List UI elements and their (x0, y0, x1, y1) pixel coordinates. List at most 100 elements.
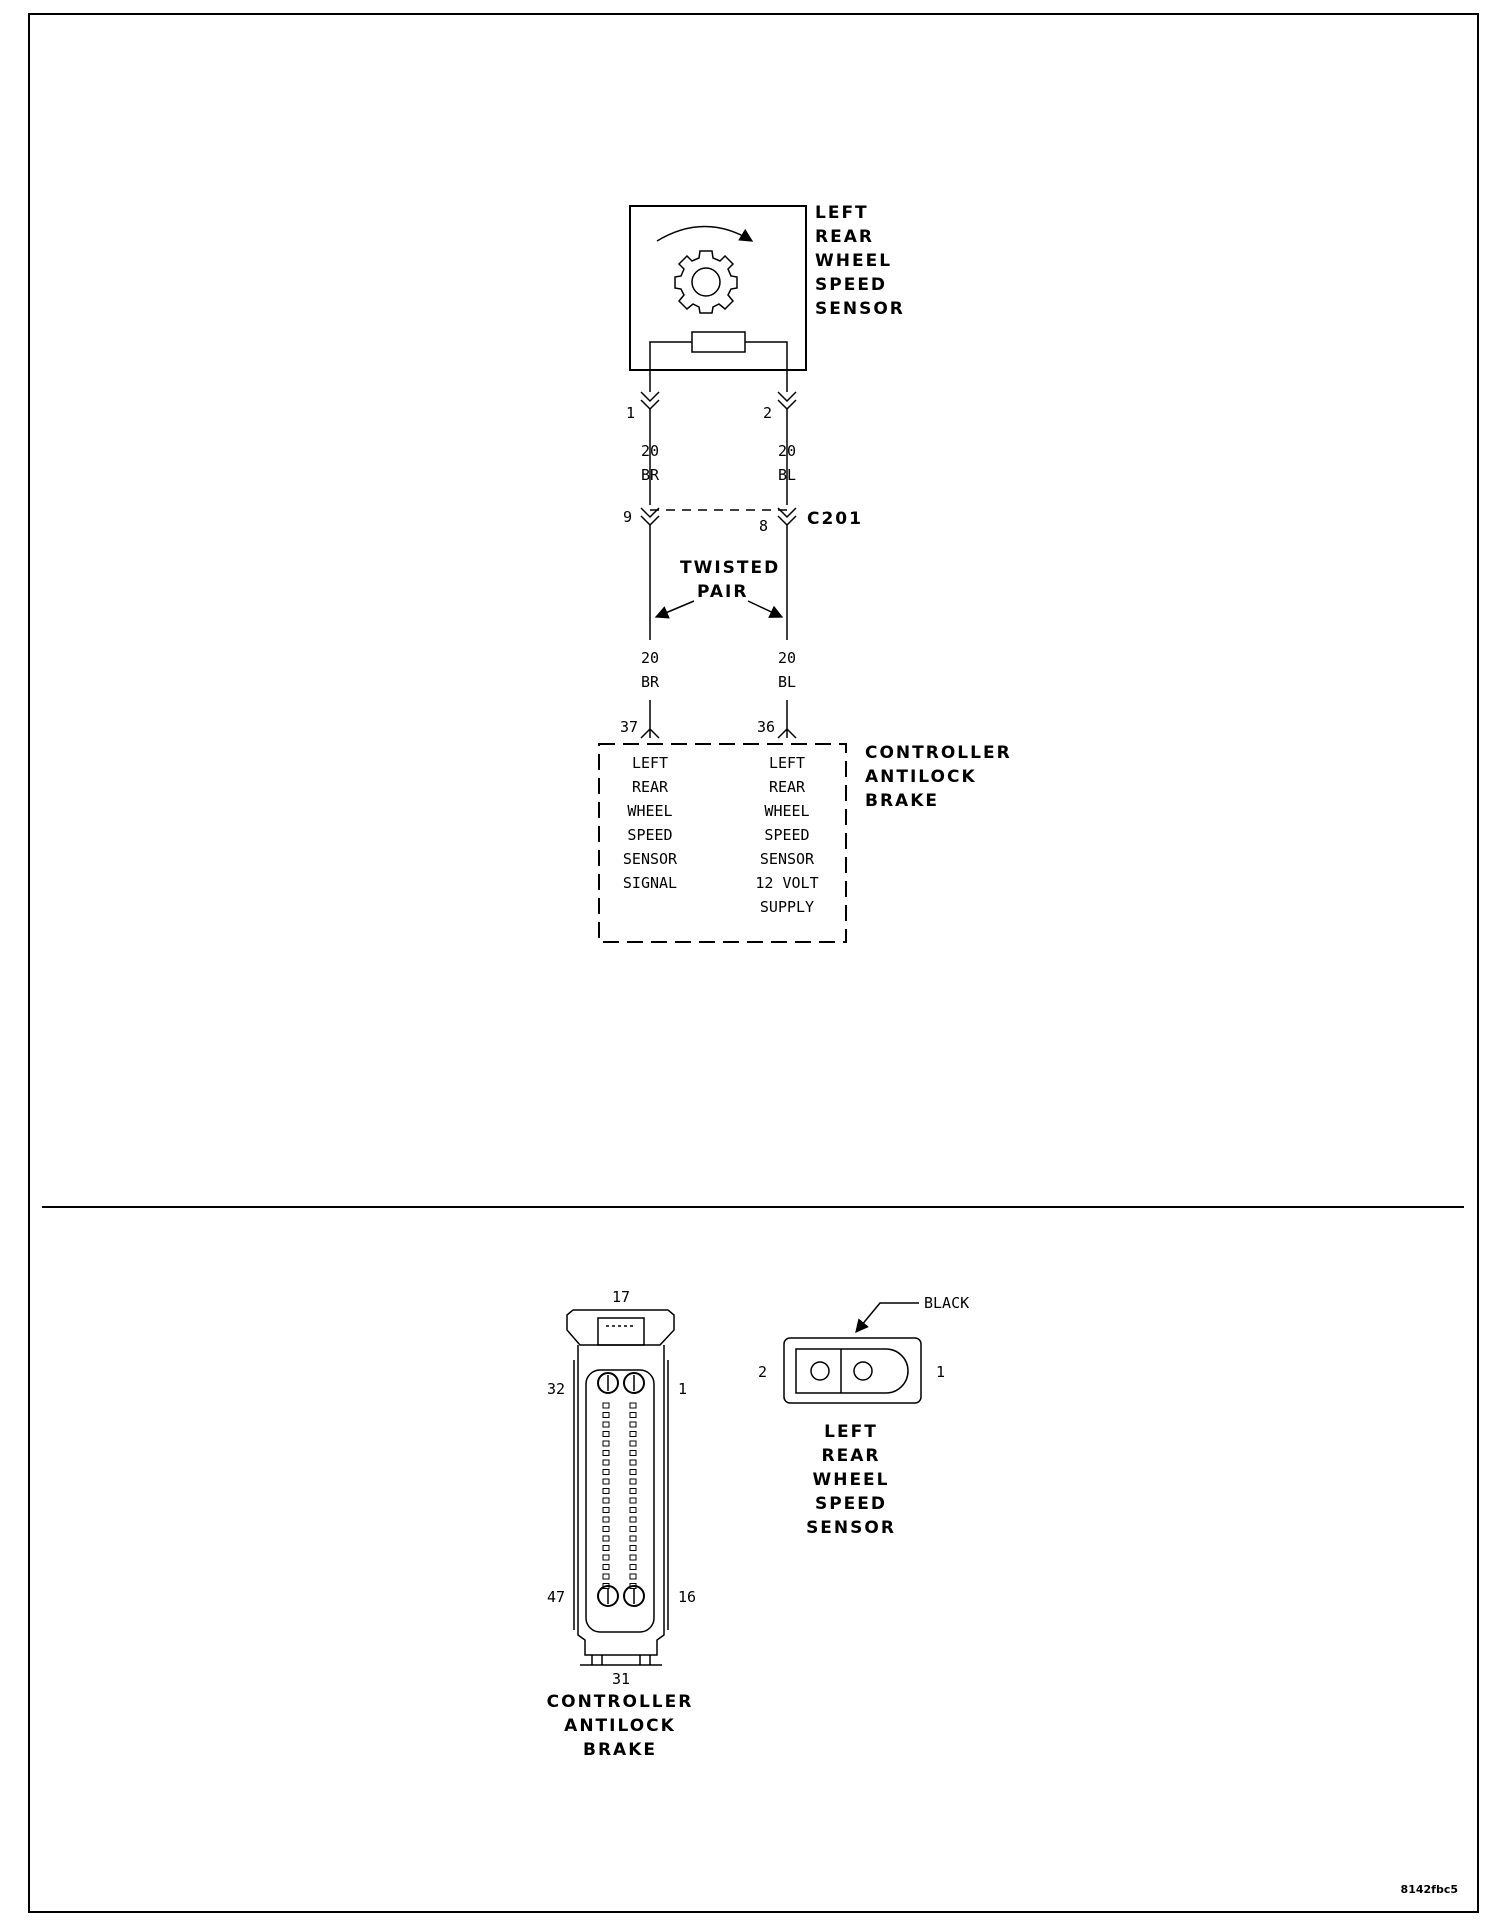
connector-cavity (629, 1535, 637, 1542)
connector-cavity (602, 1488, 610, 1494)
connector-cavity (602, 1431, 610, 1437)
wheel-speed-sensor-symbol (629, 205, 807, 392)
sensor-terminals (640, 391, 797, 411)
connector-cavity (602, 1564, 610, 1570)
function-line: REAR (769, 778, 806, 796)
connector-cavity (629, 1583, 637, 1589)
connector-cavity (629, 1469, 637, 1475)
connector-cavity (602, 1478, 610, 1485)
controller-terminal-37 (640, 727, 660, 739)
figure-id: 8142fbc5 (1401, 1883, 1458, 1896)
connector-cavity (629, 1459, 637, 1466)
connector-cavity (602, 1402, 610, 1409)
sensor-title: LEFT REAR WHEEL SPEED SENSOR (815, 203, 903, 319)
c201-pin-right-label: 8 (759, 517, 768, 535)
sv-pin-left-label: 2 (758, 1363, 767, 1381)
connector-cavity (629, 1564, 637, 1570)
c201-connector (640, 507, 797, 527)
connector-cavity (602, 1507, 610, 1513)
gear-icon (674, 250, 738, 314)
wire-color-label: BR (641, 466, 660, 484)
connector-cavity (602, 1459, 610, 1466)
controller-box (598, 743, 847, 943)
connector-cavity (629, 1516, 637, 1523)
cv-controller-title-line: CONTROLLER (547, 1692, 694, 1712)
connector-cavity (629, 1421, 637, 1428)
function-line: 12 VOLT (755, 874, 818, 892)
sensor-connector-view (783, 1302, 922, 1404)
controller-left-function: LEFT REAR WHEEL SPEED SENSOR SIGNAL (623, 754, 678, 892)
controller-title-line: ANTILOCK (865, 767, 977, 787)
wire-gauge-label: 20 (641, 442, 659, 460)
connector-cavity (602, 1526, 610, 1532)
controller-connector-locks (597, 1372, 645, 1607)
cv-controller-title-line: BRAKE (583, 1740, 657, 1760)
cv-sensor-title: LEFT REAR WHEEL SPEED SENSOR (806, 1422, 896, 1538)
connector-cavity (629, 1507, 637, 1513)
connector-cavity (602, 1497, 610, 1504)
sensor-pin-1-label: 1 (626, 404, 635, 422)
function-line: LEFT (769, 754, 805, 772)
function-line: REAR (632, 778, 669, 796)
connector-cavity (602, 1545, 610, 1551)
cv-sensor-title-line: SENSOR (806, 1518, 896, 1538)
function-line: SPEED (627, 826, 672, 844)
wire-color-label: BL (778, 466, 796, 484)
cv-pin-top-right-label: 1 (678, 1380, 687, 1398)
function-line: WHEEL (764, 802, 809, 820)
function-line: WHEEL (627, 802, 672, 820)
controller-pin-37-label: 37 (620, 718, 638, 736)
twisted-pair-label: PAIR (697, 582, 748, 602)
cv-pin-bottom-left-label: 47 (547, 1588, 565, 1606)
controller-title: CONTROLLER ANTILOCK BRAKE (865, 743, 1012, 811)
connector-cavity (602, 1412, 610, 1418)
controller-connector-cavities (602, 1402, 637, 1589)
wire-color-label: BR (641, 673, 660, 691)
connector-cavity (602, 1469, 610, 1475)
cv-pin-top-left-label: 32 (547, 1380, 565, 1398)
connector-cavity (602, 1421, 610, 1428)
cv-pin-bottom-right-label: 16 (678, 1588, 696, 1606)
sv-pin-right-label: 1 (936, 1363, 945, 1381)
connector-cavity (629, 1488, 637, 1494)
function-line: SENSOR (623, 850, 678, 868)
wire-gauge-label: 20 (641, 649, 659, 667)
cv-pin-bottom-label: 31 (612, 1670, 630, 1688)
function-line: SIGNAL (623, 874, 677, 892)
function-line: SUPPLY (760, 898, 814, 916)
c201-pin-left-label: 9 (623, 508, 632, 526)
function-line: SENSOR (760, 850, 815, 868)
connector-cavity (629, 1431, 637, 1437)
connector-cavity (629, 1554, 637, 1561)
connector-cavity (602, 1440, 610, 1447)
connector-cavity (629, 1402, 637, 1409)
connector-cavity (629, 1450, 637, 1456)
sensor-title-line: REAR (815, 227, 874, 247)
cv-sensor-title-line: REAR (822, 1446, 881, 1466)
wire-color-label: BL (778, 673, 796, 691)
connector-cavity (602, 1573, 610, 1580)
controller-title-line: CONTROLLER (865, 743, 1012, 763)
connector-cavity (629, 1440, 637, 1447)
controller-right-function: LEFT REAR WHEEL SPEED SENSOR 12 VOLT SUP… (755, 754, 818, 916)
wire-gauge-label: 20 (778, 649, 796, 667)
connector-cavity (602, 1450, 610, 1456)
connector-cavity (629, 1545, 637, 1551)
connector-cavity (602, 1516, 610, 1523)
connector-cavity (629, 1573, 637, 1580)
c201-name-label: C201 (807, 509, 863, 529)
page-border (28, 13, 1479, 1913)
sensor-title-line: SPEED (815, 275, 887, 295)
connector-cavity (629, 1478, 637, 1485)
sensor-pin-2-label: 2 (763, 404, 772, 422)
sensor-title-line: WHEEL (815, 251, 892, 271)
function-line: LEFT (632, 754, 668, 772)
function-line: SPEED (764, 826, 809, 844)
sensor-title-line: LEFT (815, 203, 869, 223)
controller-connector-view (566, 1309, 675, 1666)
sensor-connector-color-label: BLACK (924, 1294, 969, 1312)
connector-cavity (602, 1583, 610, 1589)
controller-pin-36-label: 36 (757, 718, 775, 736)
connector-cavity (602, 1554, 610, 1561)
